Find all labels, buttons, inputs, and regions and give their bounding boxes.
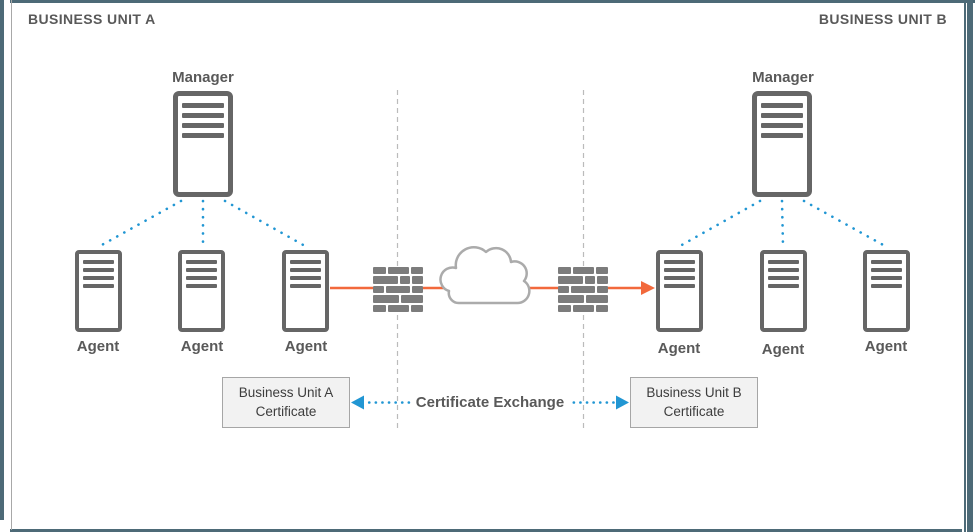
certificate-exchange-arrow [351,395,629,410]
agent-label-a3: Agent [284,338,328,355]
certificate-box-a: Business Unit A Certificate [222,377,350,428]
firewall-icon-a [373,267,424,313]
certificate-box-a-line2: Certificate [255,403,317,419]
agent-server-icon-a3 [282,250,329,332]
frame-right-bar [967,0,973,532]
frame-left-bar [0,0,4,520]
agent-label-a2: Agent [180,338,224,355]
business-unit-a-title: BUSINESS UNIT A [28,11,156,27]
agent-label-b3: Agent [864,338,908,355]
manager-server-icon-b [752,91,812,197]
manager-agent-connectors-a [98,199,307,248]
manager-server-icon-a [173,91,233,197]
agent-label-b2: Agent [761,341,805,358]
zone-separator-lines [396,90,585,430]
certificate-box-b: Business Unit B Certificate [630,377,758,428]
agent-server-icon-b1 [656,250,703,332]
exchange-right-arrowhead-icon [616,395,629,410]
certificate-box-b-line2: Certificate [663,403,725,419]
frame-bottom-bar [10,529,962,532]
cloud-icon [439,245,531,305]
agent-label-b1: Agent [657,340,701,357]
certificate-box-b-line1: Business Unit B [646,384,742,400]
manager-label-b: Manager [752,69,814,86]
frame-right-thin-bar [964,0,966,532]
agent-server-icon-b2 [760,250,807,332]
firewall-icon-b [558,267,609,313]
agent-server-icon-a2 [178,250,225,332]
frame-inner-line [11,0,12,530]
certificate-exchange-label: Certificate Exchange [390,394,590,411]
agent-server-icon-a1 [75,250,122,332]
certificate-box-a-line1: Business Unit A [238,384,334,400]
exchange-left-arrowhead-icon [351,395,364,410]
flow-arrowhead-icon [641,281,655,295]
business-unit-b-title: BUSINESS UNIT B [818,11,947,27]
manager-agent-connectors-b [678,199,887,248]
frame-top-bar [10,0,975,3]
manager-label-a: Manager [172,69,234,86]
agent-label-a1: Agent [76,338,120,355]
agent-server-icon-b3 [863,250,910,332]
